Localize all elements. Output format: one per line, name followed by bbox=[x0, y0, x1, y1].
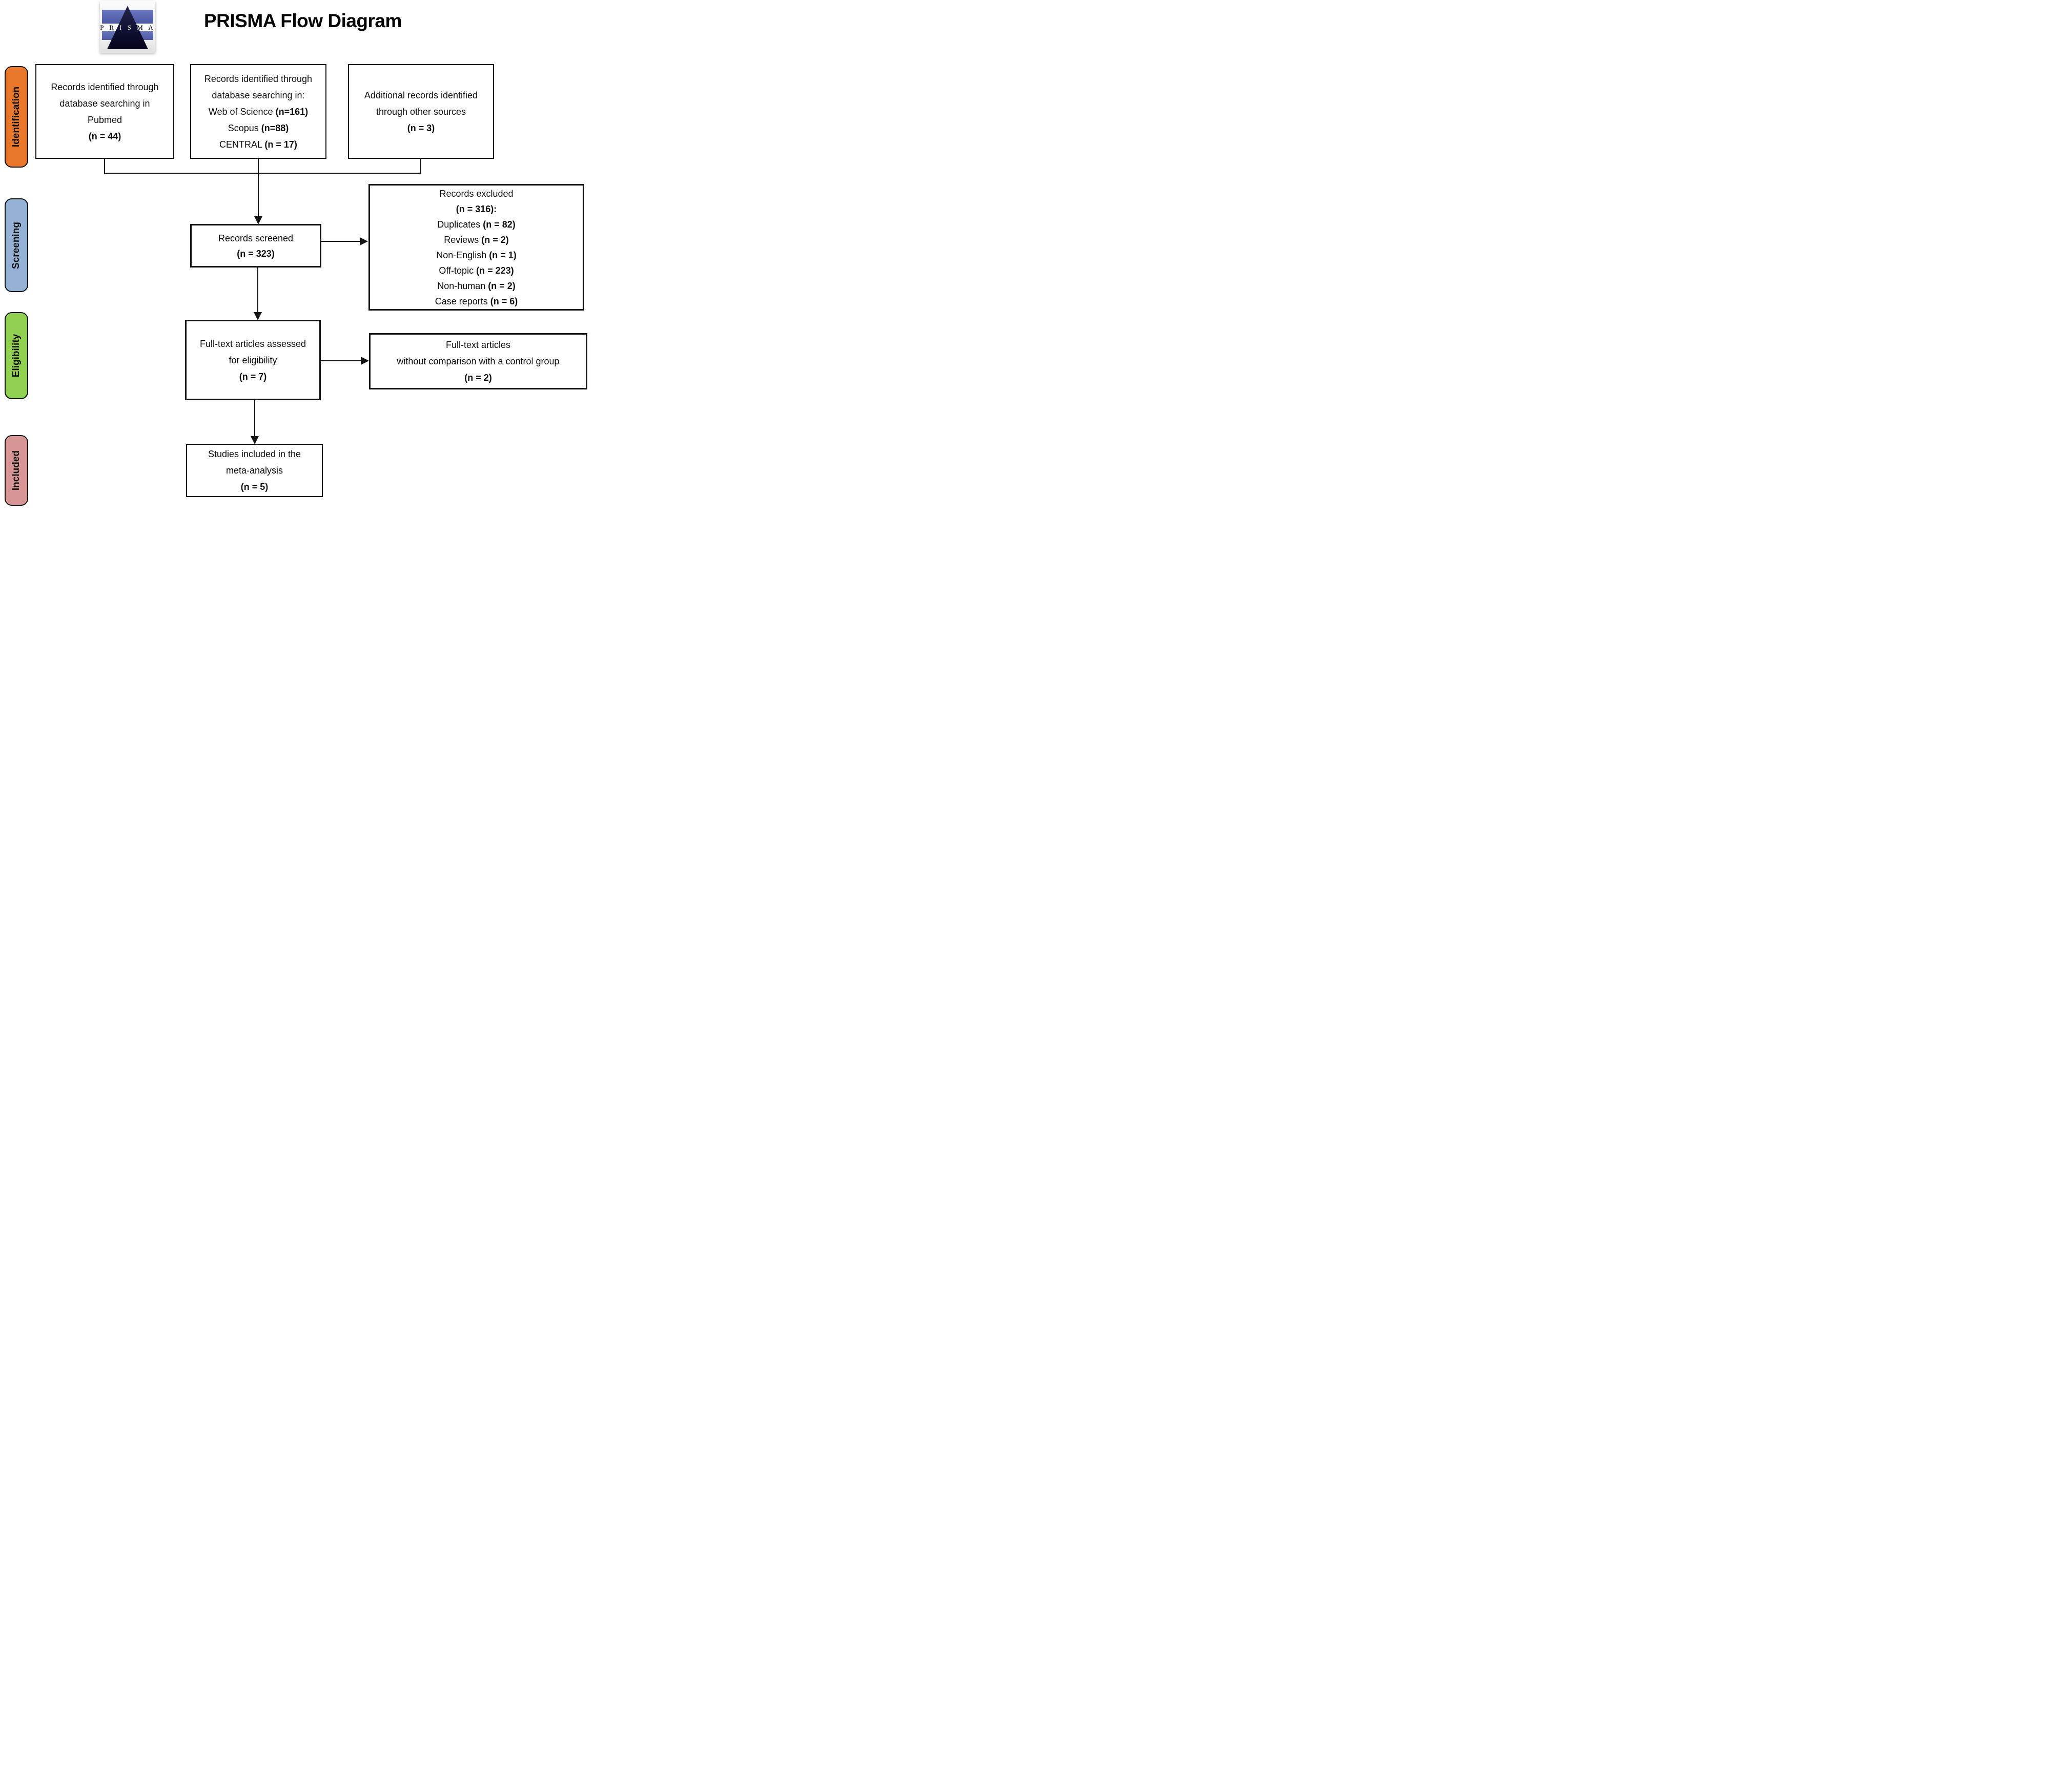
box-records-screened-text: Records screened(n = 323) bbox=[218, 233, 294, 259]
stage-label-identification: Identification bbox=[11, 86, 22, 148]
connector-databases-stub bbox=[258, 159, 259, 173]
stage-tab-screening: Screening bbox=[5, 198, 28, 292]
box-records-screened: Records screened(n = 323) bbox=[190, 224, 321, 268]
prisma-flow-diagram: P R I S M A PRISMA Flow Diagram Identifi… bbox=[0, 0, 592, 511]
arrowhead-to-included bbox=[251, 436, 259, 444]
connector-screened-fulltext bbox=[257, 268, 258, 313]
stage-tab-included: Included bbox=[5, 435, 28, 506]
connector-merge-horizontal bbox=[104, 173, 421, 174]
arrowhead-to-excluded bbox=[360, 237, 368, 245]
box-records-excluded: Records excluded(n = 316):Duplicates (n … bbox=[368, 184, 584, 311]
connector-to-screened bbox=[258, 173, 259, 217]
stage-label-eligibility: Eligibility bbox=[11, 334, 22, 378]
stage-tab-eligibility: Eligibility bbox=[5, 312, 28, 399]
logo-text: P R I S M A bbox=[100, 23, 155, 31]
arrowhead-to-fulltext bbox=[254, 312, 262, 320]
connector-screened-excluded bbox=[321, 241, 360, 242]
stage-label-included: Included bbox=[11, 450, 22, 491]
stage-label-screening: Screening bbox=[11, 221, 22, 269]
connector-fulltext-nocontrol bbox=[321, 360, 361, 361]
arrowhead-to-nocontrol bbox=[361, 357, 369, 365]
connector-other-sources-stub bbox=[420, 159, 421, 173]
connector-pubmed-stub bbox=[104, 159, 105, 173]
box-records-excluded-text: Records excluded(n = 316):Duplicates (n … bbox=[435, 188, 518, 306]
connector-fulltext-included bbox=[254, 400, 255, 437]
page-title: PRISMA Flow Diagram bbox=[204, 10, 402, 31]
stage-tab-identification: Identification bbox=[5, 66, 28, 168]
prisma-logo: P R I S M A bbox=[100, 1, 155, 53]
arrowhead-to-screened bbox=[254, 216, 262, 224]
